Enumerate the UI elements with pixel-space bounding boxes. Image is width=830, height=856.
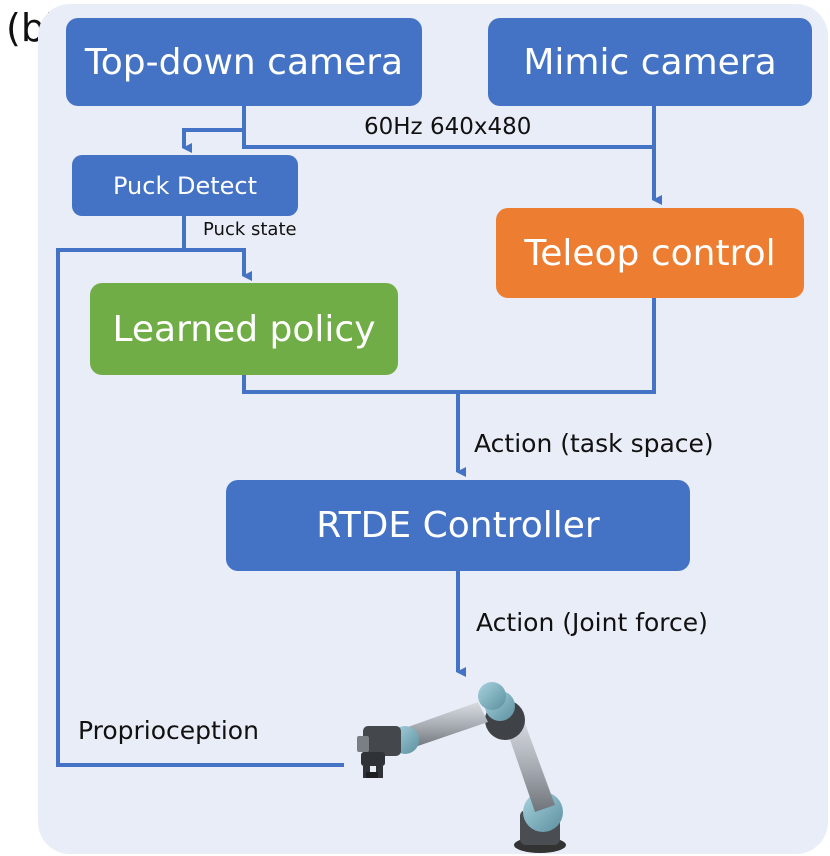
proprioception-label: Proprioception xyxy=(78,716,259,745)
puck-state-label: Puck state xyxy=(203,219,297,240)
camera-stream-label: 60Hz 640x480 xyxy=(364,114,532,140)
edge-topdown-to-teleop xyxy=(242,106,654,149)
puck-detect-node: Puck Detect xyxy=(72,155,298,216)
edge-policy-to-merge xyxy=(242,298,656,394)
top-down-camera-node: Top-down camera xyxy=(66,18,422,106)
learned-policy-node: Learned policy xyxy=(90,283,398,375)
action-joint-force-label: Action (Joint force) xyxy=(476,608,708,637)
teleop-control-node: Teleop control xyxy=(496,208,804,298)
action-task-space-label: Action (task space) xyxy=(474,429,714,458)
mimic-camera-node: Mimic camera xyxy=(488,18,812,106)
edge-proprioception-loop xyxy=(56,248,344,767)
edge-topdown-to-puckdetect xyxy=(182,128,244,153)
edge-puckdetect-to-policy xyxy=(182,216,252,281)
rtde-controller-node: RTDE Controller xyxy=(226,480,690,571)
